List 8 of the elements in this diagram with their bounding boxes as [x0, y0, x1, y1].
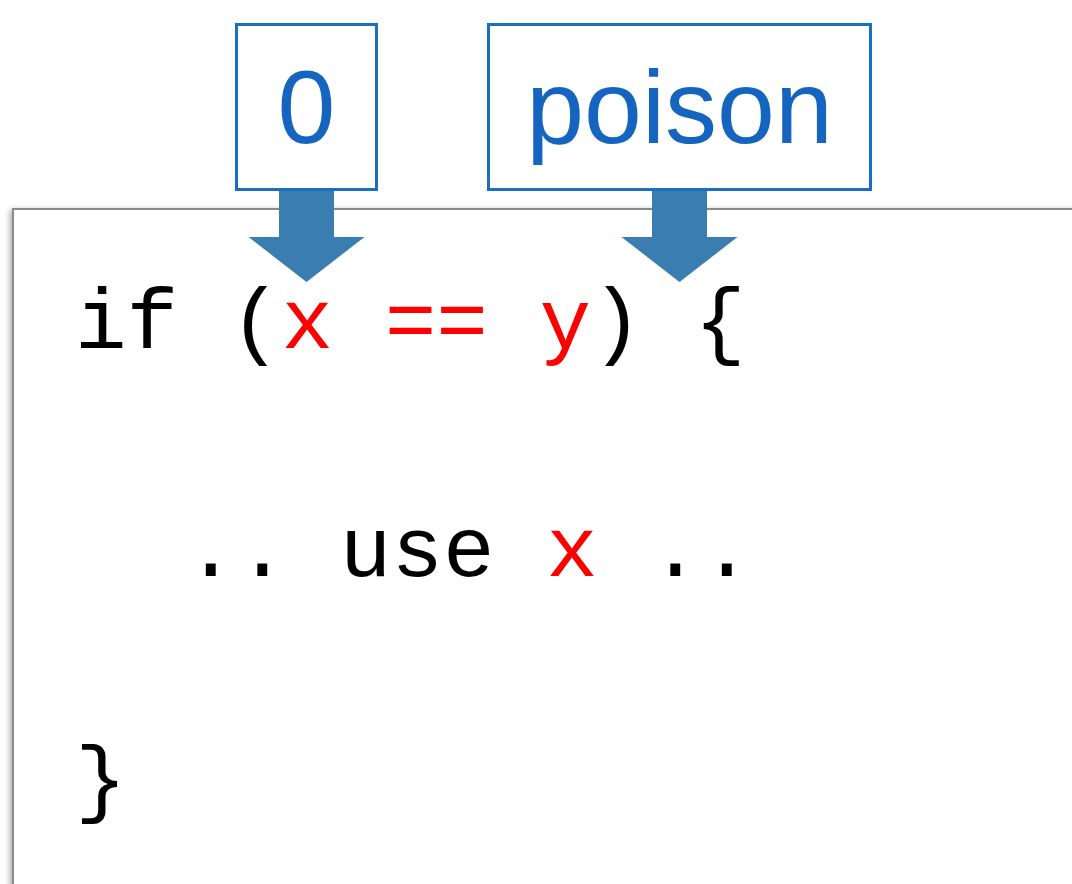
code-line: .. use x ..: [185, 510, 753, 596]
arrow: [621, 191, 738, 282]
code-line: }: [75, 740, 127, 826]
value-box: poison: [487, 23, 872, 191]
code-panel: [12, 208, 1072, 884]
code-line: if (x == y) {: [75, 282, 746, 368]
arrow: [248, 191, 365, 282]
value-box: 0: [235, 23, 378, 191]
